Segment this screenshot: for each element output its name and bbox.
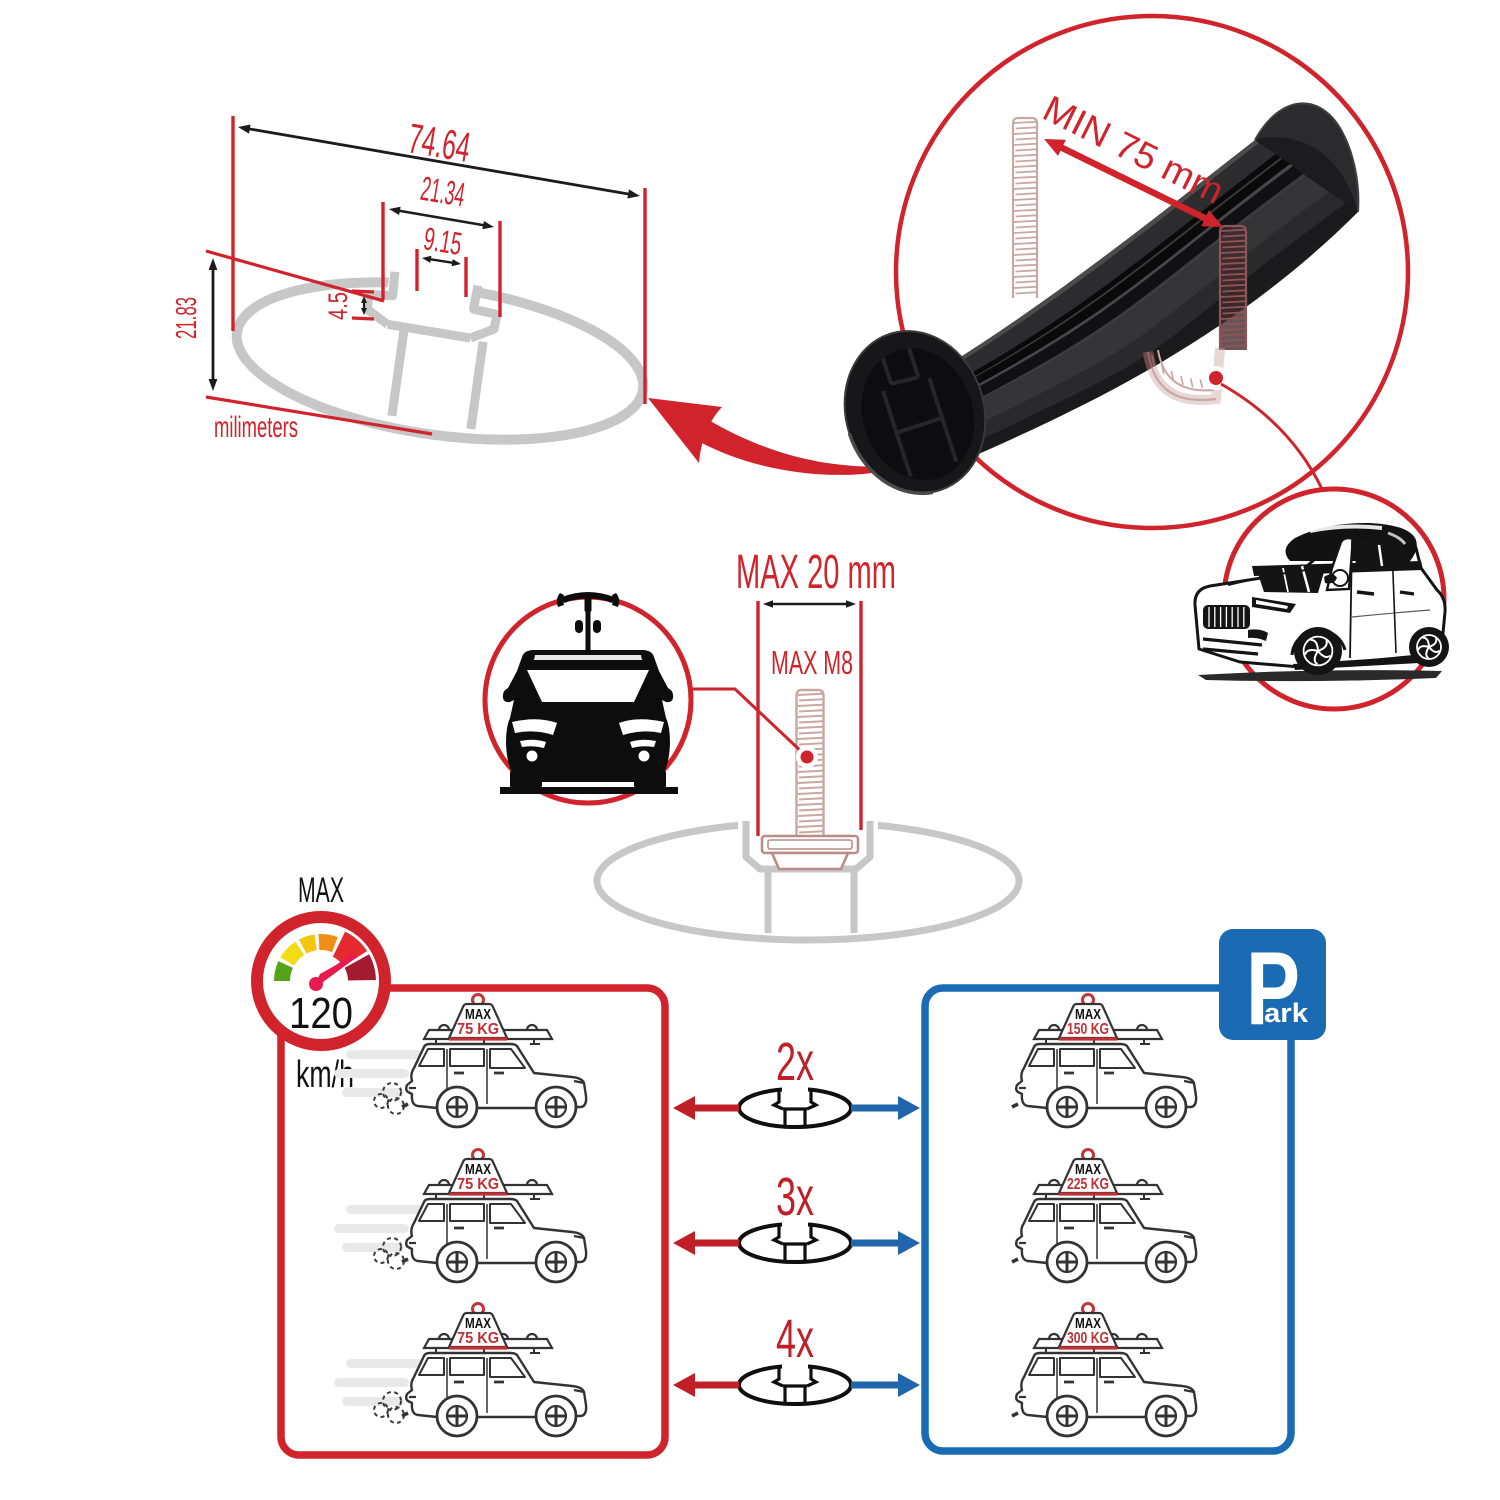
svg-text:MAX: MAX: [1075, 1315, 1101, 1332]
svg-text:9.15: 9.15: [421, 220, 464, 262]
svg-text:4.5: 4.5: [323, 292, 353, 320]
svg-text:75 KG: 75 KG: [457, 1176, 499, 1193]
svg-text:74.64: 74.64: [405, 114, 474, 171]
svg-text:MAX 20 mm: MAX 20 mm: [736, 546, 896, 599]
svg-text:150 KG: 150 KG: [1067, 1021, 1109, 1038]
svg-text:P: P: [1246, 931, 1300, 1047]
svg-text:milimeters: milimeters: [214, 411, 298, 444]
svg-text:MAX: MAX: [465, 1315, 491, 1332]
svg-text:75 KG: 75 KG: [457, 1021, 499, 1038]
svg-text:3x: 3x: [776, 1167, 814, 1227]
svg-text:75 KG: 75 KG: [457, 1330, 499, 1347]
svg-text:21.83: 21.83: [171, 297, 203, 339]
svg-text:MAX: MAX: [465, 1006, 491, 1023]
svg-text:MAX: MAX: [1075, 1006, 1101, 1023]
svg-text:21.34: 21.34: [418, 170, 468, 215]
svg-text:120: 120: [289, 989, 353, 1038]
svg-text:ark: ark: [1264, 998, 1309, 1028]
svg-text:MAX: MAX: [1075, 1161, 1101, 1178]
svg-text:4x: 4x: [776, 1309, 814, 1369]
svg-text:300 KG: 300 KG: [1067, 1330, 1109, 1347]
svg-text:MAX M8: MAX M8: [771, 644, 853, 681]
svg-text:MAX: MAX: [298, 871, 344, 910]
svg-text:MAX: MAX: [465, 1161, 491, 1178]
svg-text:2x: 2x: [776, 1032, 814, 1092]
svg-text:225 KG: 225 KG: [1067, 1176, 1109, 1193]
